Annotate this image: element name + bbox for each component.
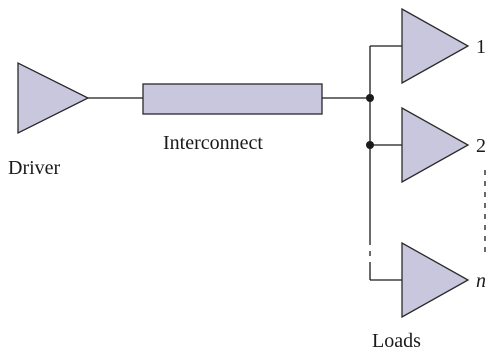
driver-buffer xyxy=(17,61,90,135)
load-2-number: 2 xyxy=(476,135,486,157)
interconnect-box xyxy=(142,83,323,115)
loads-label: Loads xyxy=(372,330,421,352)
load-2-buffer xyxy=(401,106,470,184)
load-1-buffer xyxy=(401,7,470,85)
load-n-buffer xyxy=(401,241,470,319)
driver-label: Driver xyxy=(8,157,61,179)
interconnect-label: Interconnect xyxy=(163,132,263,154)
load-1-number: 1 xyxy=(476,36,486,58)
junction-dot-1 xyxy=(366,94,374,102)
load-n-number: n xyxy=(476,270,486,292)
